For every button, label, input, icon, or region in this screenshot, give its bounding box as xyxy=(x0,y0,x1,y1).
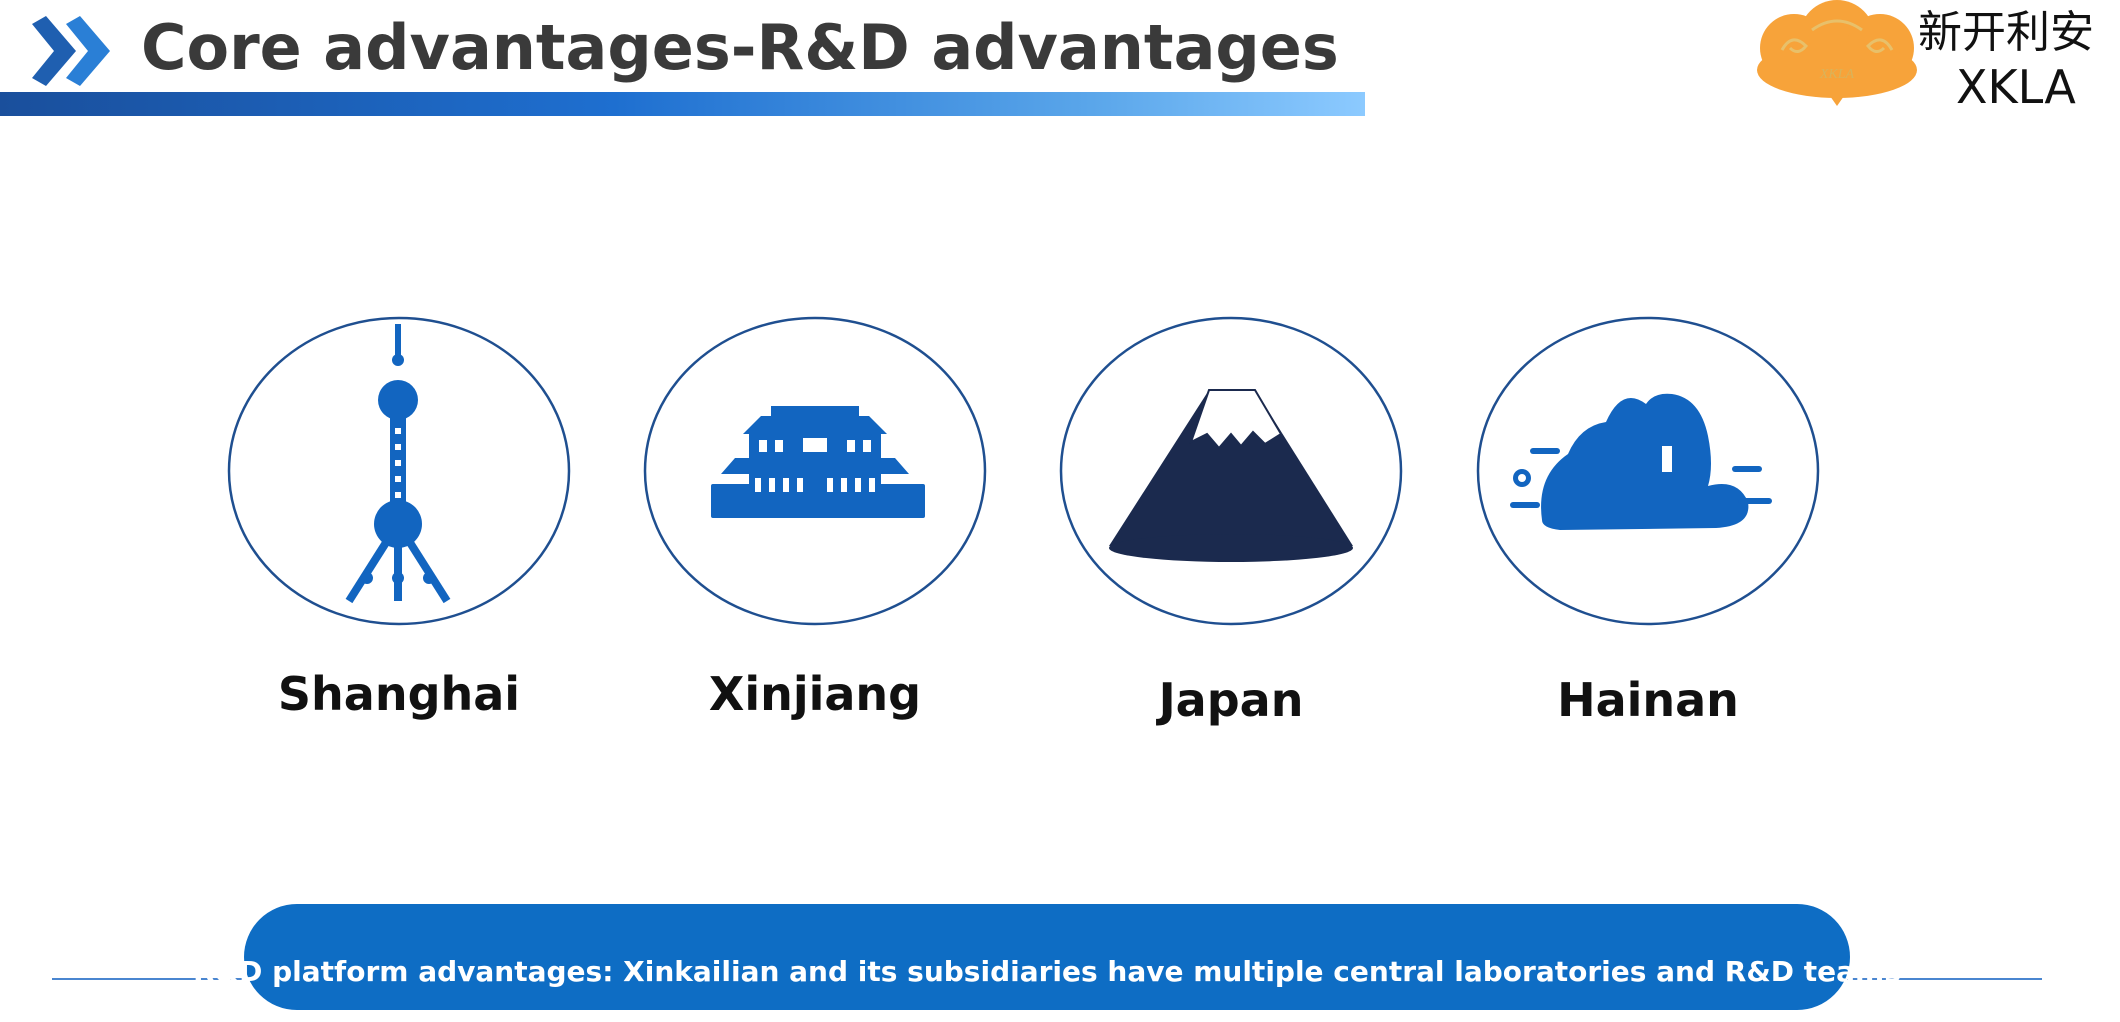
footer-banner: R&D platform advantages: Xinkailian and … xyxy=(193,904,1901,1010)
palace-gate-icon xyxy=(711,406,925,518)
footer-banner-text: R&D platform advantages: Xinkailian and … xyxy=(193,954,1901,988)
location-label: Shanghai xyxy=(277,667,521,721)
location-label: Xinjiang xyxy=(708,667,922,721)
logo-chinese-name: 新开利安 xyxy=(1918,7,2094,58)
location-circle xyxy=(643,316,987,626)
double-chevron-icon xyxy=(32,16,110,86)
logo-english-name: XKLA xyxy=(1956,60,2076,114)
coastal-rocks-icon xyxy=(1510,393,1772,530)
location-circle xyxy=(227,316,571,626)
title-underline-bar xyxy=(0,92,1365,116)
location-circle xyxy=(1476,316,1820,626)
cloud-emblem-icon: XKLA xyxy=(1757,0,1917,106)
mount-fuji-icon xyxy=(1109,389,1353,562)
location-label: Hainan xyxy=(1557,673,1739,727)
emblem-text: XKLA xyxy=(1819,67,1855,82)
company-logo: XKLA 新开利安 XKLA xyxy=(1752,0,2102,114)
location-label: Japan xyxy=(1158,673,1304,727)
page-title: Core advantages-R&D advantages xyxy=(141,11,1339,84)
oriental-pearl-tower-icon xyxy=(345,324,451,604)
location-circle xyxy=(1059,316,1403,626)
